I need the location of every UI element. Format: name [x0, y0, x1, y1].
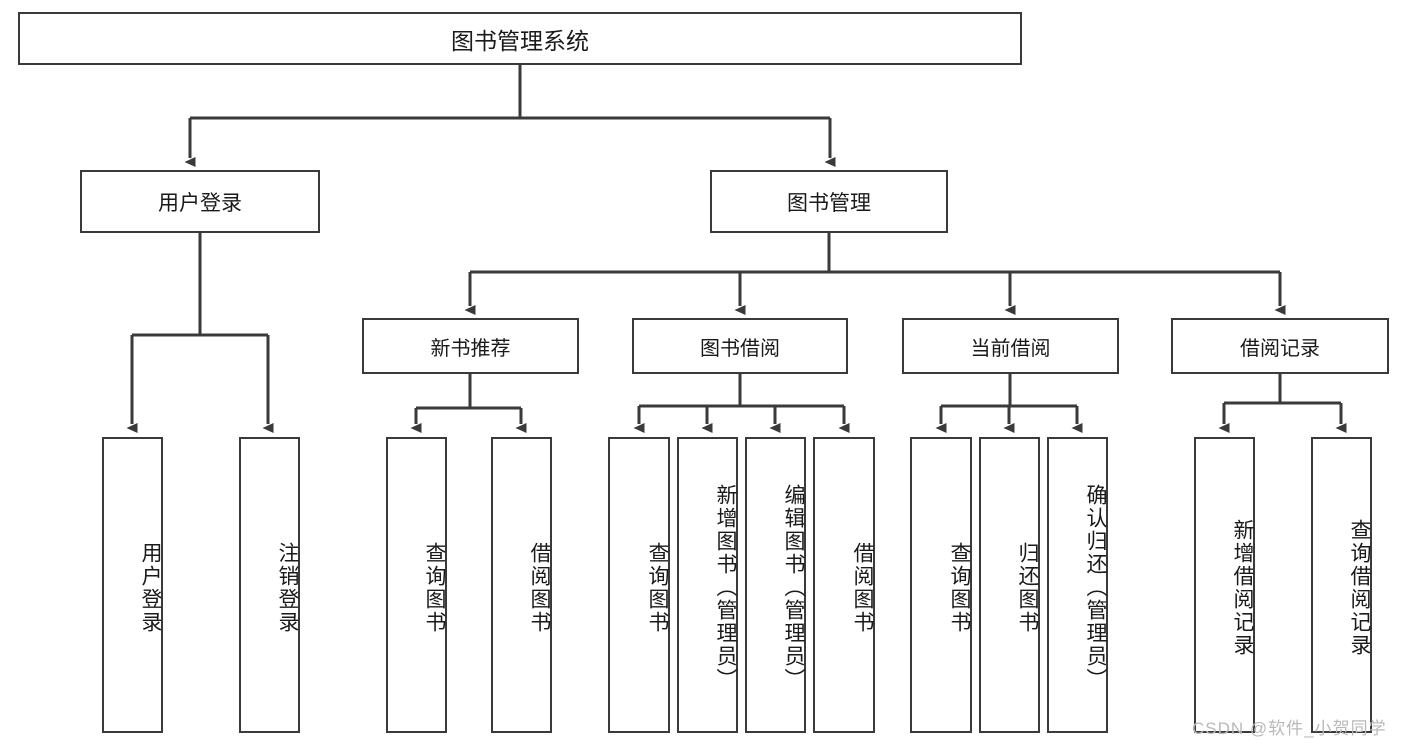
- leaf-edit-book-admin[interactable]: 编辑图书（管理员）: [745, 437, 806, 733]
- leaf-add-book-admin[interactable]: 新增图书（管理员）: [677, 437, 738, 733]
- node-label: 用户登录: [139, 542, 162, 634]
- node-book-management[interactable]: 图书管理: [710, 170, 948, 233]
- node-label: 查询图书: [423, 542, 446, 634]
- leaf-query-borrowing-record[interactable]: 查询借阅记录: [1311, 437, 1372, 733]
- node-label: 图书借阅: [700, 337, 780, 360]
- node-label: 新书推荐: [430, 337, 511, 360]
- node-label: 编辑图书（管理员）: [782, 483, 805, 691]
- node-label: 查询借阅记录: [1348, 519, 1371, 657]
- node-label: 当前借阅: [970, 337, 1051, 360]
- node-label: 查询图书: [948, 542, 971, 634]
- leaf-borrow-book-recommendation[interactable]: 借阅图书: [491, 437, 552, 733]
- leaf-confirm-return-admin[interactable]: 确认归还（管理员）: [1047, 437, 1108, 733]
- node-user-login[interactable]: 用户登录: [80, 170, 320, 233]
- leaf-return-book[interactable]: 归还图书: [979, 437, 1040, 733]
- node-root-system[interactable]: 图书管理系统: [18, 12, 1022, 65]
- node-new-book-recommendation[interactable]: 新书推荐: [362, 318, 579, 374]
- node-label: 借阅记录: [1240, 337, 1320, 360]
- node-label: 借阅图书: [528, 542, 551, 634]
- node-label: 图书管理: [787, 191, 871, 215]
- node-label: 新增图书（管理员）: [714, 483, 737, 691]
- node-book-borrowing[interactable]: 图书借阅: [632, 318, 848, 374]
- node-label: 归还图书: [1016, 542, 1039, 634]
- leaf-query-book-recommendation[interactable]: 查询图书: [386, 437, 447, 733]
- leaf-borrow-book-borrowing[interactable]: 借阅图书: [813, 437, 875, 733]
- leaf-user-login[interactable]: 用户登录: [102, 437, 163, 733]
- node-label: 借阅图书: [851, 542, 874, 634]
- watermark-text: CSDN @软件_小贺同学: [1192, 719, 1387, 738]
- node-label: 图书管理系统: [451, 27, 589, 54]
- leaf-logout[interactable]: 注销登录: [239, 437, 300, 733]
- node-borrowing-records[interactable]: 借阅记录: [1171, 318, 1389, 374]
- node-label: 注销登录: [276, 542, 299, 634]
- node-label: 新增借阅记录: [1231, 519, 1254, 657]
- node-label: 用户登录: [158, 191, 242, 215]
- node-label: 确认归还（管理员）: [1084, 483, 1107, 691]
- node-label: 查询图书: [646, 542, 669, 634]
- node-current-borrowing[interactable]: 当前借阅: [902, 318, 1119, 374]
- leaf-query-book-current[interactable]: 查询图书: [910, 437, 972, 733]
- leaf-add-borrowing-record[interactable]: 新增借阅记录: [1194, 437, 1255, 733]
- leaf-query-book-borrowing[interactable]: 查询图书: [608, 437, 670, 733]
